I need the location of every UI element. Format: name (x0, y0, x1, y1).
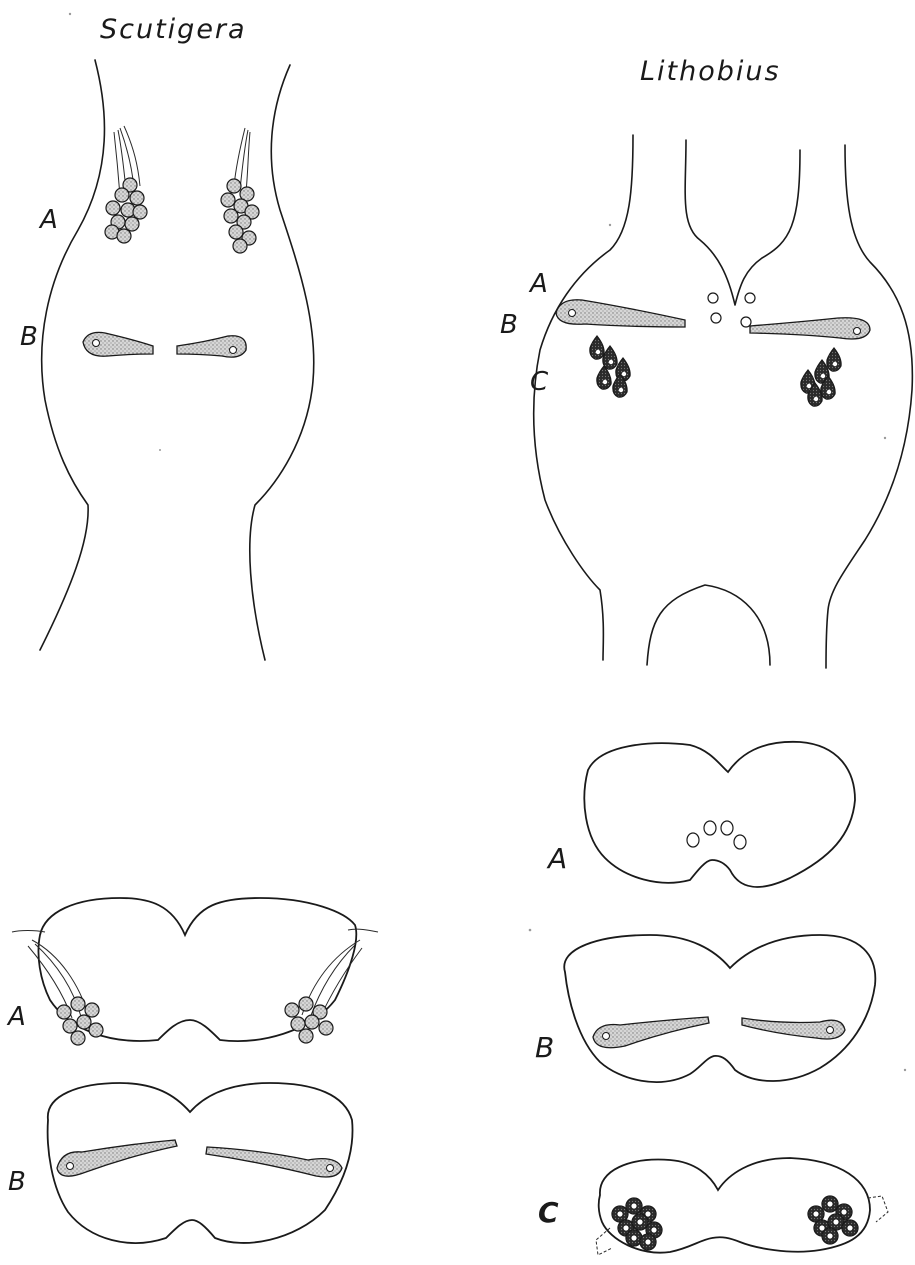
lithobius-long-label-c: C (530, 367, 549, 397)
scutigera-long-label-a: A (38, 205, 58, 235)
scutigera-long-a-cells-right (221, 128, 259, 253)
lithobius-sec-label-c: C (538, 1196, 559, 1229)
scutigera-long-b-neuron-right (177, 336, 246, 357)
scutigera-cross-section-a (12, 898, 378, 1045)
lithobius-long-inner-notch (685, 140, 800, 305)
scutigera-cross-section-b (48, 1083, 353, 1243)
lithobius-cross-section-b (564, 935, 875, 1082)
scutigera-long-label-b: B (20, 322, 38, 352)
lithobius-long-b-neuron-right (750, 318, 870, 339)
lithobius-cross-section-a (584, 742, 855, 887)
scutigera-long-right-outline (250, 65, 314, 660)
lithobius-sec-label-b: B (535, 1031, 554, 1064)
scutigera-long-a-cells-left (105, 126, 147, 243)
scutigera-sec-label-b: B (8, 1167, 26, 1197)
lithobius-cross-section-c (596, 1158, 888, 1255)
lithobius-long-bottom-arch (647, 585, 770, 665)
scutigera-sec-label-a: A (6, 1002, 26, 1032)
scutigera-title: Scutigera (100, 14, 247, 45)
scutigera-longitudinal-section (40, 60, 314, 660)
lithobius-long-label-a: A (528, 269, 548, 299)
lithobius-long-c-cells-right (801, 348, 841, 406)
print-specks (69, 13, 906, 1071)
lithobius-long-outer-right (826, 145, 912, 668)
lithobius-long-label-b: B (500, 310, 518, 340)
lithobius-title: Lithobius (640, 56, 781, 87)
lithobius-longitudinal-section (534, 135, 913, 668)
lithobius-sec-label-a: A (546, 842, 567, 875)
lithobius-long-c-cells-left (590, 336, 630, 397)
